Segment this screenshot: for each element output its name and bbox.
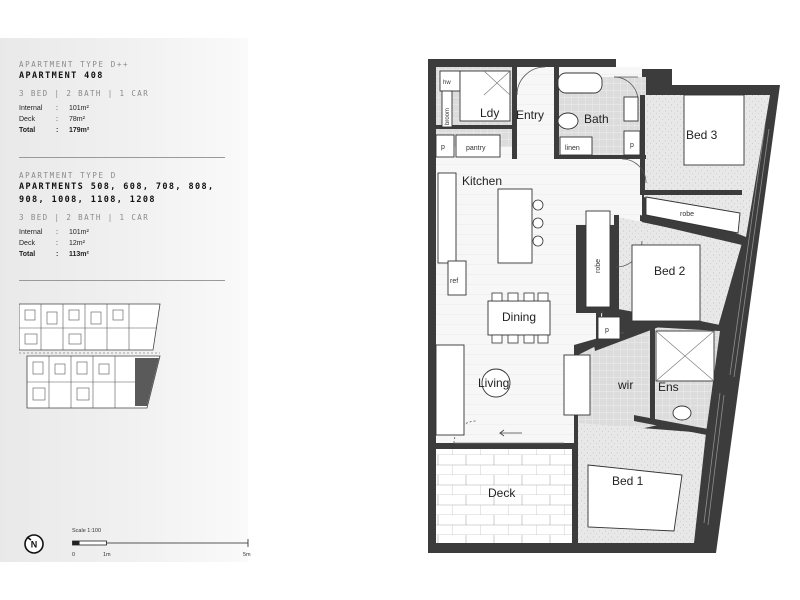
bed2-bed	[631, 244, 701, 322]
fridge-space	[447, 260, 467, 296]
wir-shelving	[563, 354, 591, 416]
wir-cupboard	[597, 316, 621, 340]
laundry-cabinet	[459, 70, 511, 122]
scale-tick-5m: 5m	[243, 552, 251, 558]
scale-bar-graphic	[72, 539, 249, 547]
bath-cupboard	[623, 130, 641, 156]
area-row-total: Total:179m²	[19, 127, 90, 134]
apartment-spec: 3 BED | 2 BATH | 1 CAR	[19, 89, 150, 98]
area-row-internal: Internal:101m²	[19, 229, 89, 236]
kitchen-bench	[437, 172, 457, 264]
floor-plan: Ldy Entry Bath Bed 3 Kitchen Bed 2 Dinin…	[428, 59, 780, 553]
bathtub	[557, 72, 603, 94]
scale-bar: Scale 1:100 0 1m 5m	[72, 528, 262, 562]
room-laundry-label: Ldy	[480, 106, 499, 120]
ensuite-toilet	[672, 405, 692, 421]
bed2-robe-label: robe	[595, 259, 602, 273]
bed2-robe	[585, 210, 611, 308]
apartment-names-line-2: 908, 1008, 1108, 1208	[19, 195, 156, 205]
bath-vanity	[623, 96, 639, 122]
broom-cupboard	[441, 90, 453, 128]
key-plan	[19, 303, 161, 409]
room-wir-label: wir	[617, 378, 633, 392]
dining-table	[487, 300, 551, 336]
north-label: N	[31, 540, 38, 550]
coffee-table	[481, 368, 511, 398]
area-table: Internal:101m² Deck:12m² Total:113m²	[19, 227, 225, 260]
room-entry-label: Entry	[516, 108, 544, 122]
room-living-label: Living	[478, 376, 509, 390]
scale-tick-0: 0	[72, 552, 76, 558]
pantry-label: pantry	[466, 145, 486, 152]
area-row-deck: Deck:12m²	[19, 240, 85, 247]
apartment-type-a: APARTMENT TYPE D++ APARTMENT 408 3 BED |…	[19, 60, 225, 136]
pantry-cupboard-2	[455, 134, 501, 158]
toilet	[557, 112, 579, 130]
room-ensuite-label: Ens	[658, 380, 679, 394]
pantry-cupboard-1	[435, 134, 455, 158]
pantry-p-label-1: p	[441, 144, 445, 151]
room-deck-label: Deck	[488, 486, 516, 500]
bed3-robe-label: robe	[680, 211, 694, 218]
apartment-type-label: APARTMENT TYPE D++	[19, 60, 130, 69]
kitchen-island	[497, 188, 533, 264]
divider	[19, 157, 225, 158]
apartment-spec: 3 BED | 2 BATH | 1 CAR	[19, 213, 150, 222]
deck-floor	[436, 449, 572, 543]
hw-label: hw	[443, 80, 451, 86]
info-panel	[0, 38, 248, 562]
north-arrow-icon: N	[24, 534, 44, 554]
linen-cupboard	[559, 136, 593, 156]
apartment-type-label: APARTMENT TYPE D	[19, 171, 117, 180]
area-table: Internal:101m² Deck:78m² Total:179m²	[19, 103, 225, 136]
room-bed1-label: Bed 1	[612, 474, 644, 488]
apartment-type-b: APARTMENT TYPE D APARTMENTS 508, 608, 70…	[19, 171, 225, 260]
area-row-total: Total:113m²	[19, 251, 89, 258]
bed3-bed	[683, 94, 745, 166]
pantry-p-label-3: p	[605, 327, 609, 334]
linen-label: linen	[565, 145, 580, 152]
fridge-label: ref	[450, 278, 458, 285]
bed1-bed	[587, 464, 683, 532]
sofa	[435, 344, 465, 436]
bed3-robe	[645, 196, 741, 234]
room-bed3-label: Bed 3	[686, 128, 718, 142]
living-floor	[436, 67, 642, 443]
scale-title: Scale 1:100	[72, 528, 102, 534]
area-row-internal: Internal:101m²	[19, 105, 89, 112]
apartment-name: APARTMENT 408	[19, 71, 104, 81]
room-bath-label: Bath	[584, 112, 609, 126]
wir-floor	[578, 325, 658, 443]
apartment-names-line-1: APARTMENTS 508, 608, 708, 808,	[19, 182, 215, 192]
room-dining-label: Dining	[502, 310, 536, 324]
broom-label: broom	[445, 108, 451, 125]
room-bed2-label: Bed 2	[654, 264, 686, 278]
key-plan-highlight	[135, 358, 159, 406]
divider	[19, 280, 225, 281]
room-kitchen-label: Kitchen	[462, 174, 502, 188]
pantry-p-label-2: p	[630, 142, 634, 149]
area-row-deck: Deck:78m²	[19, 116, 85, 123]
scale-tick-1m: 1m	[103, 552, 111, 558]
